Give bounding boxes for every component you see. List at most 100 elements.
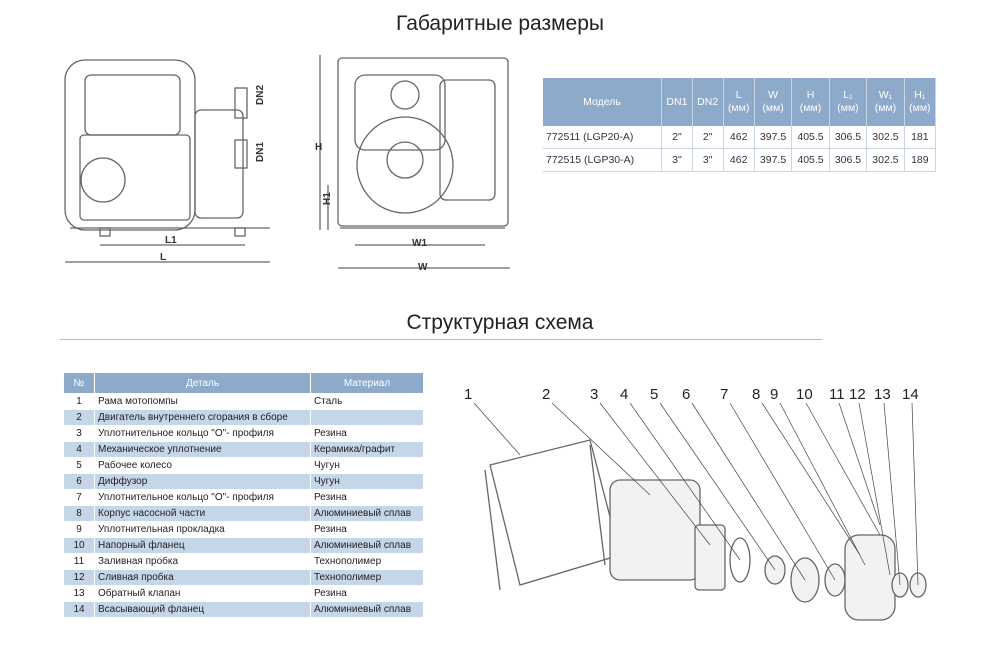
- callout-number: 2: [542, 386, 550, 403]
- callout-number: 6: [682, 386, 690, 403]
- header-no: №: [63, 373, 95, 394]
- table-cell: Рабочее колесо: [94, 457, 311, 474]
- table-cell: 397.5: [754, 148, 793, 172]
- callout-number: 10: [796, 386, 813, 403]
- leader-line: [691, 402, 806, 581]
- header-label: W: [768, 89, 778, 101]
- header-label: DN1: [666, 95, 688, 108]
- table-cell: Сталь: [310, 393, 424, 410]
- dim-header: L₁(мм): [829, 78, 868, 126]
- header-unit: (мм): [909, 102, 931, 114]
- leader-line: [659, 402, 776, 571]
- callout-number: 11: [829, 386, 845, 403]
- callout-number: 5: [650, 386, 658, 403]
- dn2-label: DN2: [255, 85, 266, 105]
- table-cell: 3: [63, 425, 95, 442]
- header-unit: (мм): [762, 102, 784, 114]
- leader-line: [599, 402, 711, 546]
- callout-number: 9: [770, 386, 778, 403]
- table-cell: Уплотнительная прокладка: [94, 521, 311, 538]
- table-cell: 2": [661, 126, 693, 149]
- o-ring: [729, 537, 751, 583]
- pump-body: [844, 534, 896, 621]
- table-cell: Технополимер: [310, 569, 424, 586]
- callout-number: 3: [590, 386, 598, 403]
- table-cell: Резина: [310, 489, 424, 506]
- table-cell: Резина: [310, 585, 424, 602]
- leader-line: [838, 402, 881, 526]
- table-cell: Заливная пробка: [94, 553, 311, 570]
- dim-header: H(мм): [791, 78, 830, 126]
- table-cell: 1: [63, 393, 95, 410]
- table-cell: 405.5: [791, 126, 830, 149]
- table-cell: 405.5: [791, 148, 830, 172]
- callout-number: 4: [620, 386, 628, 403]
- table-cell: 6: [63, 473, 95, 490]
- callout-number: 12: [849, 386, 866, 403]
- leader-line: [729, 402, 836, 581]
- dim-header: DN1: [661, 78, 693, 126]
- table-cell: Резина: [310, 521, 424, 538]
- dim-header: DN2: [692, 78, 724, 126]
- table-cell: Диффузор: [94, 473, 311, 490]
- dim-header: H₁(мм): [904, 78, 937, 126]
- table-cell: Обратный клапан: [94, 585, 311, 602]
- h1-label: H1: [322, 192, 333, 205]
- callout-number: 8: [752, 386, 760, 403]
- table-cell: Уплотнительное кольцо "О"- профиля: [94, 489, 311, 506]
- callout-number: 13: [874, 386, 891, 403]
- table-cell: Механическое уплотнение: [94, 441, 311, 458]
- table-cell: Алюминиевый сплав: [310, 537, 424, 554]
- table-cell: 12: [63, 569, 95, 586]
- header-label: H₁: [914, 89, 926, 101]
- table-cell: 397.5: [754, 126, 793, 149]
- header-label: H: [806, 89, 815, 101]
- leader-line: [473, 402, 521, 456]
- header-unit: (мм): [874, 102, 897, 114]
- callout-number: 14: [902, 386, 919, 403]
- table-cell: [310, 409, 424, 426]
- seal-plate: [694, 524, 726, 591]
- l1-label: L1: [165, 235, 177, 246]
- table-cell: Сливная пробка: [94, 569, 311, 586]
- dim-header: L(мм): [723, 78, 755, 126]
- header-label: L₁: [843, 89, 853, 101]
- header-unit: (мм): [837, 102, 859, 114]
- table-cell: 7: [63, 489, 95, 506]
- engine: [609, 479, 701, 581]
- table-cell: 306.5: [829, 126, 868, 149]
- h-label: H: [315, 142, 322, 153]
- table-cell: 181: [904, 126, 937, 149]
- table-cell: 462: [723, 148, 755, 172]
- table-cell: 13: [63, 585, 95, 602]
- dn1-label: DN1: [255, 142, 266, 162]
- table-cell: Напорный фланец: [94, 537, 311, 554]
- dim-header: Модель: [543, 78, 663, 126]
- dimensions-title: Габаритные размеры: [396, 12, 604, 35]
- table-cell: 5: [63, 457, 95, 474]
- table-cell: Корпус насосной части: [94, 505, 311, 522]
- dim-header: W(мм): [754, 78, 793, 126]
- callout-number: 1: [464, 386, 472, 403]
- table-cell: Чугун: [310, 473, 424, 490]
- leader-line: [629, 402, 741, 561]
- header-material: Материал: [310, 373, 424, 394]
- table-cell: Чугун: [310, 457, 424, 474]
- table-cell: 772515 (LGP30-A): [543, 148, 663, 172]
- table-cell: 2": [692, 126, 724, 149]
- table-cell: 462: [723, 126, 755, 149]
- side-view-drawing: DN2 DN1 L1 L: [64, 59, 270, 263]
